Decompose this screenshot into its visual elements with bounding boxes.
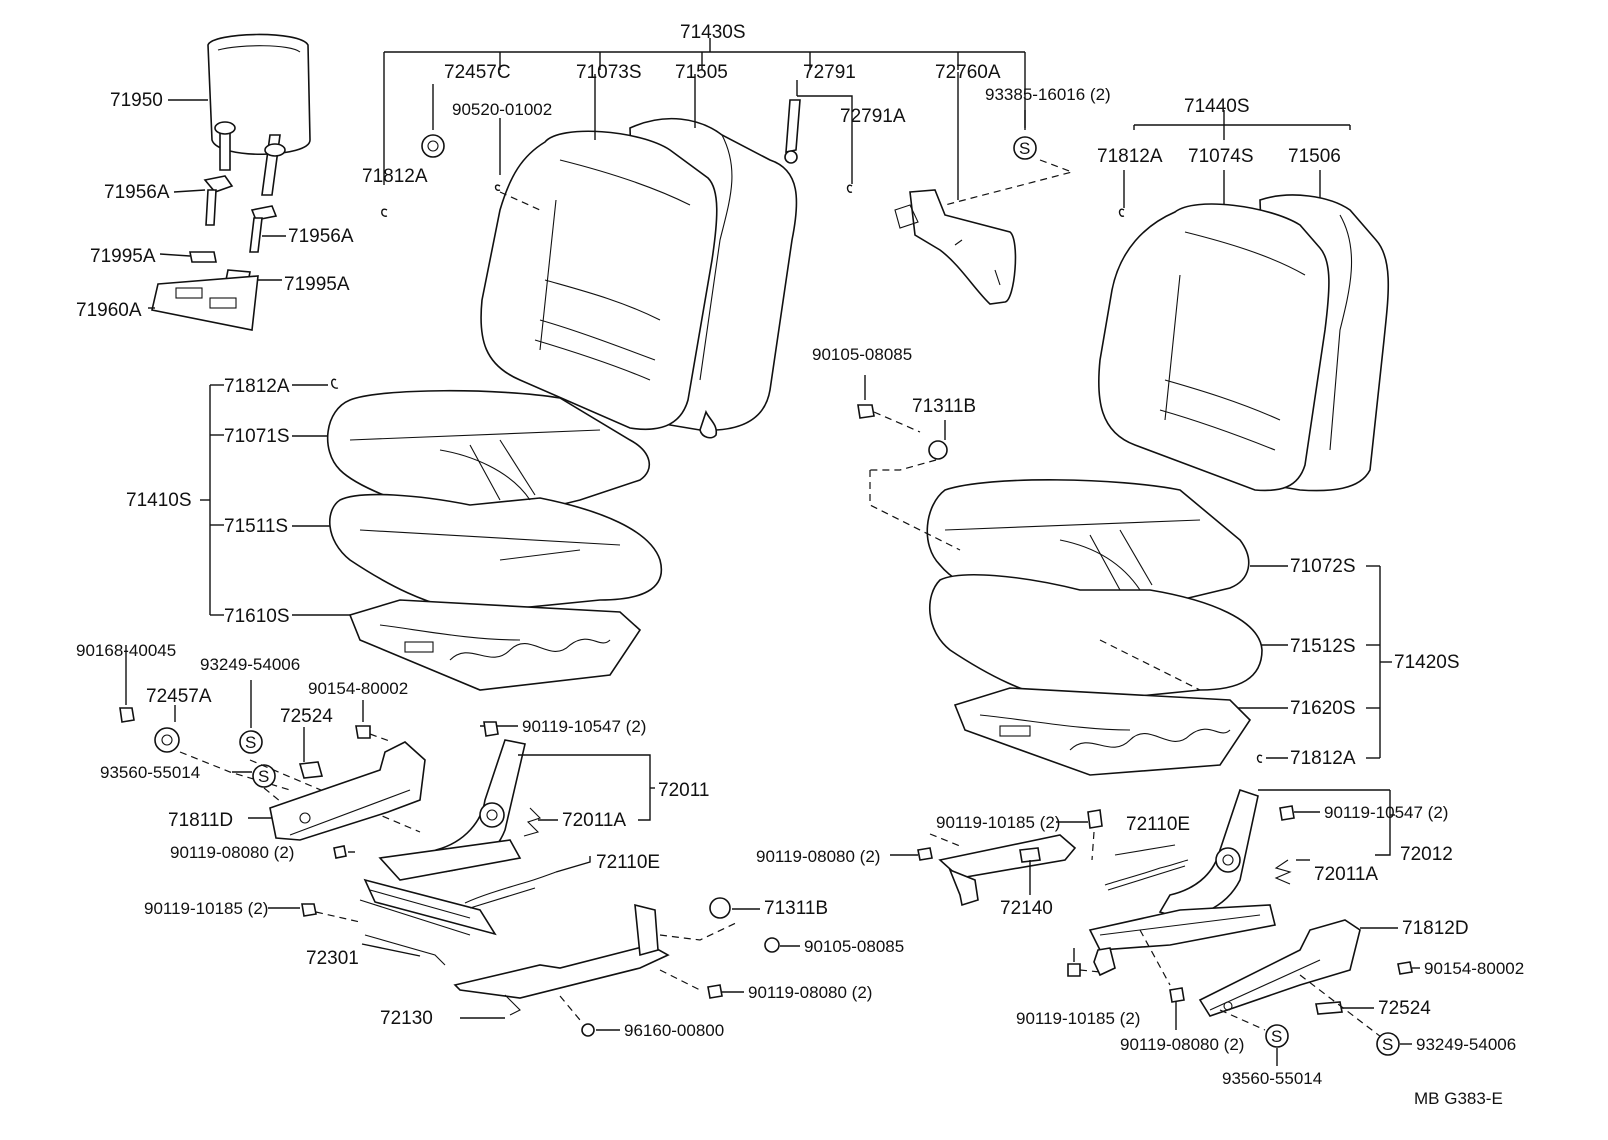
right-track-assembly: S S: [890, 788, 1420, 1066]
left-seatback: [480, 74, 798, 439]
label-71950: 71950: [110, 90, 163, 111]
label-71620s: 71620S: [1290, 698, 1356, 719]
label-71074s: 71074S: [1188, 146, 1254, 167]
label-71960a: 71960A: [76, 300, 142, 321]
left-track-assembly: S S: [119, 645, 800, 1037]
label-71072s: 71072S: [1290, 556, 1356, 577]
label-72760a: 72760A: [935, 62, 1001, 83]
label-72301: 72301: [306, 948, 359, 969]
label-90520-01002: 90520-01002: [452, 100, 552, 119]
label-72524-right: 72524: [1378, 998, 1431, 1019]
headrest-71950: [168, 33, 311, 196]
label-71812a-bottom: 71812A: [1290, 748, 1356, 769]
label-93560-55014-left: 93560-55014: [100, 763, 200, 782]
callout-labels: 71430S 72457C 71073S 71505 72791 72760A …: [76, 22, 1524, 1108]
label-90154-80002-right: 90154-80002: [1424, 959, 1524, 978]
sheet-code: MB G383-E: [1414, 1089, 1503, 1108]
label-90119-08080-left: 90119-08080 (2): [170, 843, 294, 862]
screw-93385: S: [944, 110, 1074, 206]
label-90168-40045: 90168-40045: [76, 641, 176, 660]
label-90119-08080-right: 90119-08080 (2): [756, 847, 880, 866]
label-71995a-left: 71995A: [90, 246, 156, 267]
left-cushion: [200, 378, 663, 691]
label-90119-10547-right: 90119-10547 (2): [1324, 803, 1448, 822]
bracket-71430s: [383, 38, 1026, 185]
label-71995a-right: 71995A: [284, 274, 350, 295]
fasteners-top-right: [857, 375, 948, 471]
label-72011a-right: 72011A: [1314, 864, 1378, 885]
lever-72760a: [894, 72, 1017, 305]
svg-text:S: S: [1382, 1035, 1393, 1054]
right-seatback: [1097, 110, 1390, 492]
label-71506: 71506: [1288, 146, 1341, 167]
label-72791a: 72791A: [840, 106, 906, 127]
label-72140: 72140: [1000, 898, 1053, 919]
label-90105-08085-top: 90105-08085: [812, 345, 912, 364]
clip-90520: [494, 118, 541, 211]
label-71071s: 71071S: [224, 426, 290, 447]
label-72011a: 72011A: [562, 810, 626, 831]
label-96160-00800: 96160-00800: [624, 1021, 724, 1040]
label-90154-80002-left: 90154-80002: [308, 679, 408, 698]
label-71073s: 71073S: [576, 62, 642, 83]
label-72012: 72012: [1400, 844, 1453, 865]
svg-text:S: S: [258, 767, 269, 786]
label-71311b-bottom: 71311B: [764, 898, 828, 919]
headrest-guides: [148, 175, 286, 331]
label-71812a-right: 71812A: [1097, 146, 1163, 167]
label-93385-16016: 93385-16016 (2): [985, 85, 1111, 104]
svg-text:S: S: [245, 733, 256, 752]
clip-71812a-top: [381, 208, 388, 217]
label-72524-left: 72524: [280, 706, 333, 727]
label-72011: 72011: [658, 780, 709, 801]
svg-text:S: S: [1271, 1027, 1282, 1046]
label-71610s: 71610S: [224, 606, 290, 627]
label-71812a-mid: 71812A: [224, 376, 290, 397]
label-71311b-top: 71311B: [912, 396, 976, 417]
label-72457c: 72457C: [444, 62, 511, 83]
knob-72457c: [421, 84, 445, 158]
label-72110e-left: 72110E: [596, 852, 660, 873]
label-90119-10547-left: 90119-10547 (2): [522, 717, 646, 736]
svg-text:S: S: [1019, 139, 1030, 158]
label-93560-55014-right: 93560-55014: [1222, 1069, 1322, 1088]
label-72130: 72130: [380, 1008, 433, 1029]
label-71430s: 71430S: [680, 22, 746, 43]
right-cushion: [869, 470, 1392, 776]
label-71505: 71505: [675, 62, 728, 83]
label-71956a-right: 71956A: [288, 226, 354, 247]
label-72791: 72791: [803, 62, 856, 83]
label-71410s: 71410S: [126, 490, 192, 511]
label-72110e-right: 72110E: [1126, 814, 1190, 835]
lever-72791: [784, 80, 853, 193]
label-90119-10185-bottom: 90119-10185 (2): [1016, 1009, 1140, 1028]
label-71512s: 71512S: [1290, 636, 1356, 657]
label-90119-08080-mid: 90119-08080 (2): [748, 983, 872, 1002]
label-71956a-left: 71956A: [104, 182, 170, 203]
label-71511s: 71511S: [224, 516, 288, 537]
label-71420s: 71420S: [1394, 652, 1460, 673]
label-90119-10185-right: 90119-10185 (2): [936, 813, 1060, 832]
label-93249-54006-right: 93249-54006: [1416, 1035, 1516, 1054]
label-72457a: 72457A: [146, 686, 212, 707]
label-71812d: 71812D: [1402, 918, 1469, 939]
label-90119-08080-bottom: 90119-08080 (2): [1120, 1035, 1244, 1054]
label-71812a-top: 71812A: [362, 166, 428, 187]
label-71440s: 71440S: [1184, 96, 1250, 117]
label-93249-54006-left: 93249-54006: [200, 655, 300, 674]
label-90105-08085-bottom: 90105-08085: [804, 937, 904, 956]
label-90119-10185-left: 90119-10185 (2): [144, 899, 268, 918]
label-71811d: 71811D: [168, 810, 233, 831]
